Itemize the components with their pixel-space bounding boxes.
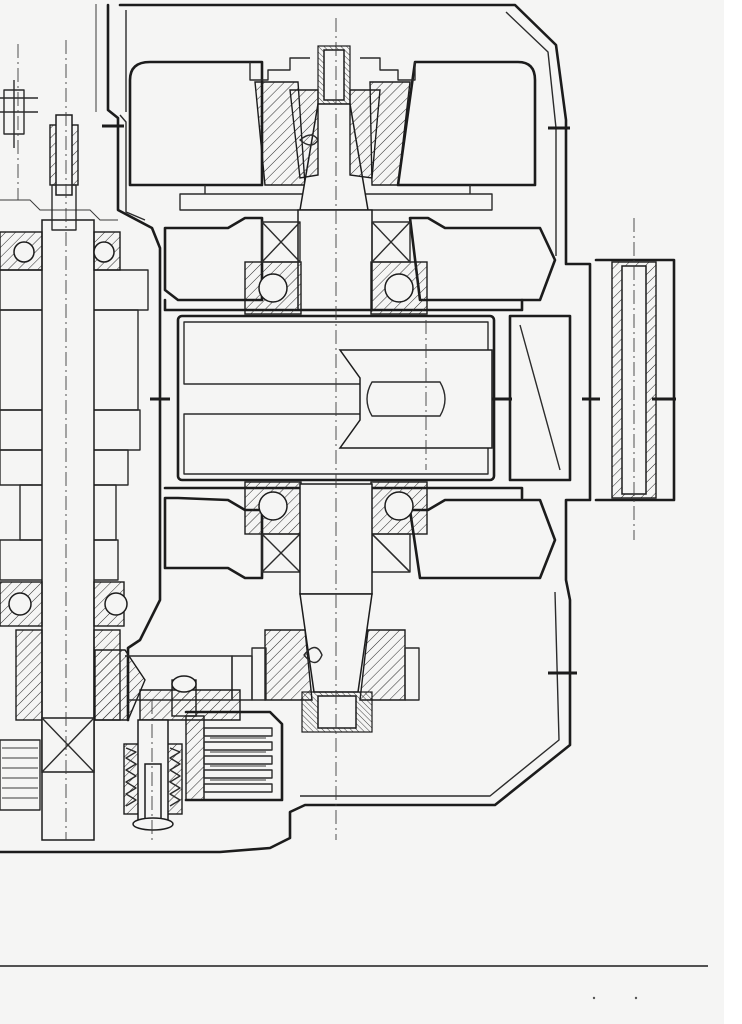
lower-bearing-housing: [163, 481, 557, 580]
center-lines: [17, 18, 635, 840]
ball-bearing: [370, 481, 428, 573]
upper-taper-shaft: [289, 45, 381, 311]
upper-bearing-housing: [163, 216, 557, 315]
ball-bearing: [370, 221, 428, 315]
small-gear-column: [0, 80, 79, 231]
clutch-pack: [184, 710, 284, 802]
ball-bearing: [244, 481, 302, 573]
housing-wall: [0, 3, 592, 854]
center-drum: [150, 314, 572, 482]
ball-bearing: [244, 221, 302, 315]
side-pulley: [582, 258, 676, 502]
gear-train-shaft: [0, 219, 241, 841]
spring-assembly: [0, 675, 197, 831]
sheet-edge: [724, 0, 742, 1024]
